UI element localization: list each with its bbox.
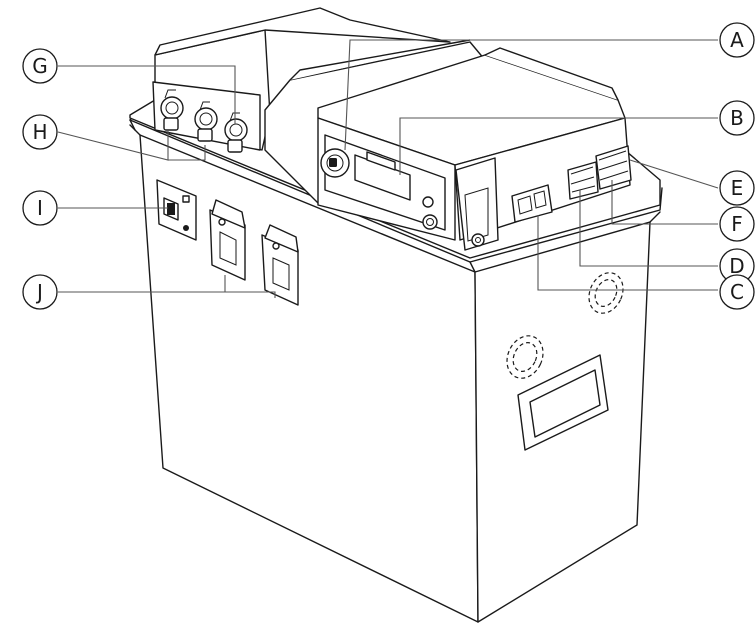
callout-i: I <box>22 190 58 226</box>
callout-a: A <box>719 22 755 58</box>
leader-lines <box>57 39 719 298</box>
ac-outlet-1 <box>209 199 246 281</box>
ac-outlet-2 <box>261 224 299 306</box>
callout-d: D <box>719 248 755 284</box>
side-knockout-2 <box>588 272 624 314</box>
callout-i-label: I <box>37 196 43 220</box>
side-handle <box>517 354 609 451</box>
callout-f: F <box>719 206 755 242</box>
callout-d-label: D <box>729 254 744 278</box>
callout-g-label: G <box>32 54 48 78</box>
callout-j: J <box>22 274 58 310</box>
callout-e: E <box>719 170 755 206</box>
callout-c-label: C <box>730 280 744 304</box>
socket-1 <box>160 96 184 131</box>
power-switch <box>156 179 197 241</box>
display-panel <box>320 134 446 231</box>
callout-f-label: F <box>731 212 743 236</box>
callout-b-label: B <box>730 106 744 130</box>
side-knockout-1 <box>506 335 544 379</box>
callout-h-label: H <box>32 120 47 144</box>
socket-2 <box>194 107 218 142</box>
usb-socket-panel <box>152 81 261 153</box>
end-bracket <box>455 157 499 251</box>
callout-c: C <box>719 274 755 310</box>
callout-h: H <box>22 114 58 150</box>
connectors <box>511 145 632 223</box>
callout-b: B <box>719 100 755 136</box>
socket-3 <box>224 118 248 153</box>
callout-j-label: J <box>35 280 43 304</box>
callout-e-label: E <box>731 176 744 200</box>
callout-g: G <box>22 48 58 84</box>
callout-a-label: A <box>730 28 744 52</box>
